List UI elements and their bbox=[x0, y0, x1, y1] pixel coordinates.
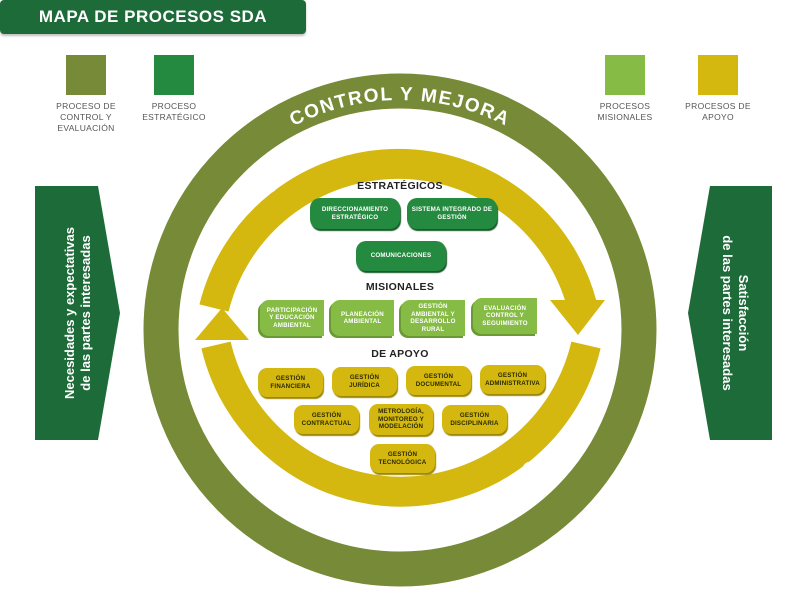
legend-item-misionales: PROCESOS MISIONALES bbox=[575, 55, 675, 123]
output-arrow-text: Satisfacción de las partes interesadas bbox=[719, 235, 751, 390]
process-comunicaciones[interactable]: COMUNICACIONES bbox=[356, 241, 446, 271]
input-arrow-shape bbox=[35, 186, 120, 440]
output-arrow-line2: de las partes interesadas bbox=[720, 235, 736, 391]
section-title-apoyo: DE APOYO bbox=[371, 348, 429, 360]
process-metrologia-monitoreo-modelacion[interactable]: METROLOGÍA, MONITOREO Y MODELACIÓN bbox=[369, 404, 433, 435]
legend-swatch-misionales bbox=[605, 55, 645, 95]
process-gestion-contractual[interactable]: GESTIÓN CONTRACTUAL bbox=[294, 405, 359, 434]
legend-label-apoyo: PROCESOS DE APOYO bbox=[685, 101, 751, 122]
output-arrow-shape bbox=[688, 186, 772, 440]
section-title-estrategicos: ESTRATÉGICOS bbox=[357, 180, 443, 192]
cycle-arrowhead-down bbox=[550, 300, 605, 335]
cycle-arrowhead-up bbox=[195, 308, 249, 340]
process-gestion-documental[interactable]: GESTIÓN DOCUMENTAL bbox=[406, 366, 471, 395]
process-evaluacion-control-seguimiento[interactable]: EVALUACIÓN CONTROL Y SEGUIMIENTO bbox=[473, 298, 537, 334]
legend-swatch-apoyo bbox=[698, 55, 738, 95]
process-gestion-disciplinaria[interactable]: GESTIÓN DISCIPLINARIA bbox=[442, 405, 507, 434]
output-arrow: Satisfacción de las partes interesadas bbox=[688, 186, 772, 440]
output-arrow-line1: Satisfacción bbox=[736, 274, 752, 352]
cycle-arc-top bbox=[199, 148, 597, 312]
input-arrow-text: Necesidades y expectativas de las partes… bbox=[62, 227, 94, 399]
legend-swatch-estrategico bbox=[154, 55, 194, 95]
process-direccionamiento-estrategico[interactable]: DIRECCIONAMIENTO ESTRATÉGICO bbox=[310, 198, 400, 229]
legend-item-control: PROCESO DE CONTROL Y EVALUACIÓN bbox=[36, 55, 136, 134]
legend-swatch-control bbox=[66, 55, 106, 95]
cycle-arc-bottom bbox=[201, 341, 601, 507]
process-gestion-financiera[interactable]: GESTIÓN FINANCIERA bbox=[258, 368, 323, 397]
page-title: MAPA DE PROCESOS SDA bbox=[0, 0, 306, 34]
input-arrow-line1: Necesidades y expectativas bbox=[61, 227, 77, 399]
process-sistema-integrado-gestion[interactable]: SISTEMA INTEGRADO DE GESTIÓN bbox=[407, 198, 497, 229]
legend-label-control: PROCESO DE CONTROL Y EVALUACIÓN bbox=[56, 101, 116, 133]
legend-item-apoyo: PROCESOS DE APOYO bbox=[668, 55, 768, 123]
section-title-misionales: MISIONALES bbox=[365, 281, 435, 293]
input-arrow-line2: de las partes interesadas bbox=[77, 235, 93, 391]
process-planeacion-ambiental[interactable]: PLANEACIÓN AMBIENTAL bbox=[331, 300, 394, 336]
process-gestion-ambiental-desarrollo-rural[interactable]: GESTIÓN AMBIENTAL Y DESARROLLO RURAL bbox=[401, 300, 465, 336]
legend-item-estrategico: PROCESO ESTRATÉGICO bbox=[124, 55, 224, 123]
input-arrow: Necesidades y expectativas de las partes… bbox=[35, 186, 120, 440]
legend-label-estrategico: PROCESO ESTRATÉGICO bbox=[142, 101, 206, 122]
control-ring bbox=[143, 73, 657, 587]
legend-label-misionales: PROCESOS MISIONALES bbox=[597, 101, 653, 122]
process-gestion-administrativa[interactable]: GESTIÓN ADMINISTRATIVA bbox=[480, 365, 545, 394]
process-gestion-juridica[interactable]: GESTIÓN JURÍDICA bbox=[332, 367, 397, 396]
process-participacion-educacion-ambiental[interactable]: PARTICIPACIÓN Y EDUCACIÓN AMBIENTAL bbox=[260, 300, 324, 336]
process-gestion-tecnologica[interactable]: GESTIÓN TECNOLÓGICA bbox=[370, 444, 435, 473]
